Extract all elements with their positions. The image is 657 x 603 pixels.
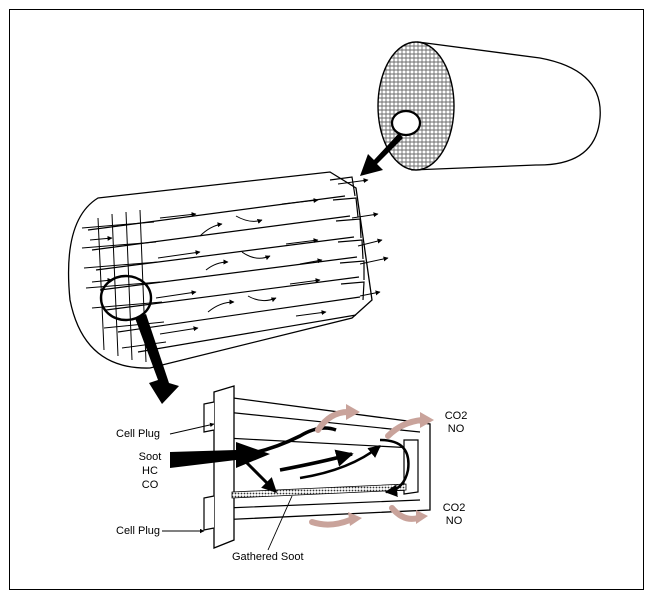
gathered-soot-layer [231,483,407,499]
outlet-top-co2-label: CO2 [444,410,468,422]
zoom-arrow-2 [135,314,179,404]
filter-cylinder [377,41,601,171]
zoom-arrow-1 [360,133,403,176]
outlet-bottom-co2-label: CO2 [442,502,466,514]
cell-plug-top [213,385,235,549]
inlet-co-label: CO [141,479,159,491]
outlet-bottom-no-label: NO [445,515,463,527]
diagram-frame [9,9,644,590]
honeycomb-core-cutaway [67,171,389,369]
cell-plug-bottom-label: Cell Plug [116,525,161,537]
outlet-top-no-label: NO [447,423,465,435]
zoom-circle-core [99,274,153,322]
cell-plug-bottom [203,495,215,531]
inlet-hc-label: HC [142,465,158,477]
inlet-soot-label: Soot [138,451,162,463]
cell-detail [162,385,434,551]
cell-plug-top-label: Cell Plug [116,428,161,440]
gathered-soot-label: Gathered Soot [232,551,304,563]
zoom-circle-cylinder [390,109,422,137]
